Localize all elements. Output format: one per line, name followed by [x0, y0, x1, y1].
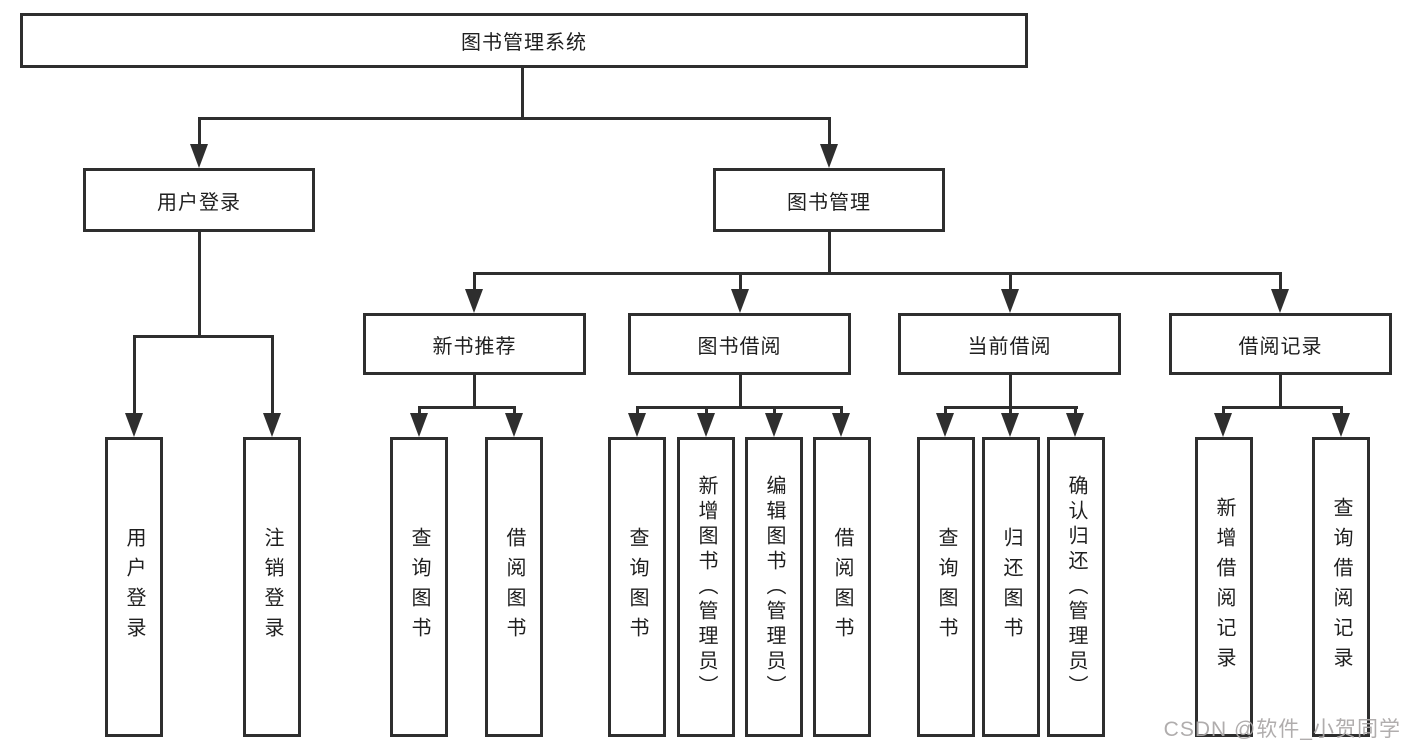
- node-label: 新增图书（管理员）: [695, 474, 717, 700]
- leaf-logout: 注销登录: [243, 437, 301, 737]
- node-borrowing-records: 借阅记录: [1169, 313, 1392, 375]
- leaf-add-borrow-record: 新增借阅记录: [1195, 437, 1253, 737]
- connector-line: [418, 406, 516, 409]
- connector-line: [739, 375, 742, 408]
- node-current-borrowing: 当前借阅: [898, 313, 1121, 375]
- connector-line: [198, 232, 201, 336]
- connector-line: [271, 335, 274, 415]
- connector-line: [1009, 272, 1012, 292]
- arrow-down-icon: [1214, 413, 1232, 437]
- connector-line: [739, 272, 742, 292]
- arrow-down-icon: [1332, 413, 1350, 437]
- node-book-borrowing: 图书借阅: [628, 313, 851, 375]
- connector-line: [418, 406, 421, 416]
- connector-line: [1222, 406, 1225, 416]
- node-label: 用户登录: [157, 191, 241, 214]
- arrow-down-icon: [765, 413, 783, 437]
- arrow-down-icon: [410, 413, 428, 437]
- leaf-borrow-books-1: 借阅图书: [485, 437, 543, 737]
- connector-line: [636, 406, 639, 416]
- connector-line: [1074, 406, 1077, 416]
- node-new-book-recommend: 新书推荐: [363, 313, 586, 375]
- arrow-down-icon: [263, 413, 281, 437]
- arrow-down-icon: [1001, 289, 1019, 313]
- connector-line: [473, 375, 476, 408]
- connector-line: [773, 406, 776, 416]
- leaf-query-books-2: 查询图书: [608, 437, 666, 737]
- node-label: 借阅图书: [831, 527, 853, 647]
- node-label: 注销登录: [261, 527, 283, 647]
- leaf-query-borrow-record: 查询借阅记录: [1312, 437, 1370, 737]
- connector-line: [705, 406, 708, 416]
- connector-line: [133, 335, 136, 415]
- node-label: 确认归还（管理员）: [1065, 474, 1087, 700]
- node-label: 当前借阅: [967, 335, 1052, 358]
- leaf-add-books-admin: 新增图书（管理员）: [677, 437, 735, 737]
- connector-line: [1009, 375, 1012, 408]
- connector-line: [944, 406, 947, 416]
- arrow-down-icon: [628, 413, 646, 437]
- node-label: 借阅记录: [1238, 335, 1323, 358]
- node-label: 归还图书: [1000, 527, 1022, 647]
- connector-line: [473, 272, 1282, 275]
- arrow-down-icon: [820, 144, 838, 168]
- connector-line: [637, 406, 843, 409]
- connector-line: [133, 335, 274, 338]
- leaf-confirm-return-admin: 确认归还（管理员）: [1047, 437, 1105, 737]
- node-label: 查询图书: [626, 527, 648, 647]
- arrow-down-icon: [190, 144, 208, 168]
- connector-line: [828, 232, 831, 274]
- node-label: 查询图书: [408, 527, 430, 647]
- leaf-user-login: 用户登录: [105, 437, 163, 737]
- leaf-return-books: 归还图书: [982, 437, 1040, 737]
- node-label: 查询借阅记录: [1330, 497, 1352, 677]
- node-label: 新书推荐: [432, 335, 517, 358]
- node-label: 图书管理: [787, 191, 871, 214]
- connector-line: [521, 68, 524, 118]
- connector-line: [198, 117, 831, 120]
- connector-line: [840, 406, 843, 416]
- node-book-management: 图书管理: [713, 168, 945, 232]
- node-label: 用户登录: [123, 527, 145, 647]
- arrow-down-icon: [731, 289, 749, 313]
- connector-line: [1279, 375, 1282, 408]
- connector-line: [513, 406, 516, 416]
- connector-line: [1223, 406, 1343, 409]
- connector-line: [473, 272, 476, 292]
- leaf-borrow-books-2: 借阅图书: [813, 437, 871, 737]
- node-user-login: 用户登录: [83, 168, 315, 232]
- node-label: 查询图书: [935, 527, 957, 647]
- connector-line: [198, 117, 201, 149]
- leaf-query-books-3: 查询图书: [917, 437, 975, 737]
- node-label: 编辑图书（管理员）: [763, 474, 785, 700]
- connector-line: [1340, 406, 1343, 416]
- node-label: 借阅图书: [503, 527, 525, 647]
- arrow-down-icon: [505, 413, 523, 437]
- node-label: 新增借阅记录: [1213, 497, 1235, 677]
- leaf-query-books-1: 查询图书: [390, 437, 448, 737]
- connector-line: [1279, 272, 1282, 292]
- node-label: 图书管理系统: [461, 32, 587, 54]
- arrow-down-icon: [1066, 413, 1084, 437]
- arrow-down-icon: [1271, 289, 1289, 313]
- arrow-down-icon: [936, 413, 954, 437]
- node-library-management-system: 图书管理系统: [20, 13, 1028, 68]
- arrow-down-icon: [125, 413, 143, 437]
- arrow-down-icon: [832, 413, 850, 437]
- node-label: 图书借阅: [697, 335, 782, 358]
- arrow-down-icon: [465, 289, 483, 313]
- connector-line: [828, 117, 831, 149]
- arrow-down-icon: [697, 413, 715, 437]
- connector-line: [1009, 406, 1012, 416]
- arrow-down-icon: [1001, 413, 1019, 437]
- leaf-edit-books-admin: 编辑图书（管理员）: [745, 437, 803, 737]
